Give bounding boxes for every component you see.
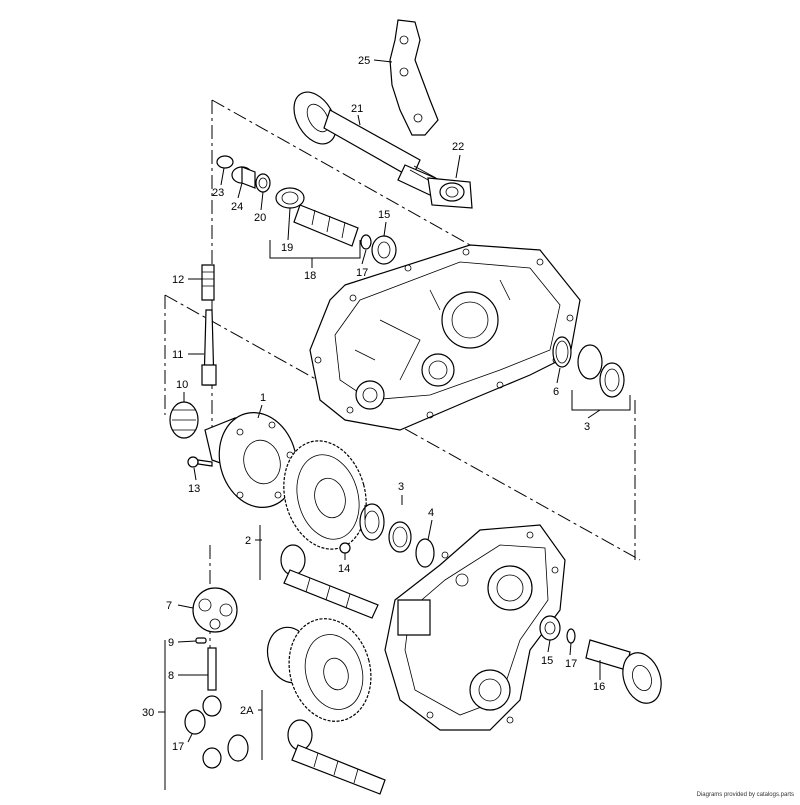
part-23-ring[interactable] (216, 155, 234, 169)
pinion-shaft-lower[interactable] (287, 719, 386, 795)
group-brackets (164, 240, 631, 790)
part-2a-differential-assembly[interactable] (262, 609, 383, 730)
label-12: 12 (172, 274, 184, 286)
part-17-ring-lower[interactable] (566, 628, 576, 644)
label-14: 14 (338, 563, 350, 575)
label-22: 22 (452, 141, 464, 153)
label-15-lower: 15 (541, 655, 553, 667)
part-13-bolt[interactable] (187, 456, 213, 468)
label-3-middle: 3 (398, 481, 404, 493)
part-2-crown-gear[interactable] (272, 432, 378, 559)
label-2a: 2A (240, 705, 254, 717)
label-25: 25 (358, 55, 370, 67)
part-18-shaft[interactable] (293, 204, 359, 247)
part-22-seal-plate[interactable] (427, 177, 473, 209)
label-11: 11 (172, 349, 183, 361)
leader-lines (158, 59, 601, 743)
label-10: 10 (176, 379, 188, 391)
label-4: 4 (428, 507, 434, 519)
part-25-bracket[interactable] (389, 19, 439, 136)
label-23: 23 (212, 187, 224, 199)
label-3-right: 3 (584, 421, 590, 433)
part-3-cup[interactable] (388, 521, 412, 553)
part-14-nut[interactable] (339, 542, 351, 554)
part-8-shaft[interactable] (207, 647, 217, 691)
part-30-gear-set[interactable] (184, 695, 249, 769)
label-18: 18 (304, 270, 316, 282)
part-11-drive-shaft[interactable] (201, 309, 217, 386)
part-24-sleeve[interactable] (231, 166, 256, 189)
part-3-bearing-middle[interactable] (359, 503, 385, 541)
transmission-housing-upper[interactable] (309, 244, 581, 431)
part-9-pin[interactable] (195, 637, 207, 644)
label-6: 6 (553, 386, 559, 398)
label-30: 30 (142, 707, 154, 719)
label-9: 9 (168, 637, 174, 649)
pinion-shaft-upper[interactable] (280, 544, 379, 619)
transmission-housing-lower[interactable] (384, 524, 566, 731)
label-17-upper: 17 (356, 267, 368, 279)
part-6-ring[interactable] (552, 336, 572, 368)
label-13: 13 (188, 483, 200, 495)
label-15-upper: 15 (378, 209, 390, 221)
label-7: 7 (166, 600, 172, 612)
part-4-ring[interactable] (415, 538, 435, 568)
label-24: 24 (231, 201, 243, 213)
part-10-gear[interactable] (169, 401, 199, 439)
part-1-differential-housing[interactable] (204, 404, 307, 516)
part-3-bearing-right[interactable] (577, 344, 625, 398)
label-17-lower-left: 17 (172, 741, 184, 753)
part-16-flange-shaft[interactable] (585, 639, 668, 709)
part-7-differential-cage[interactable] (192, 587, 238, 633)
label-1: 1 (260, 392, 266, 404)
label-16: 16 (593, 681, 605, 693)
part-15-bearing-upper[interactable] (371, 235, 397, 265)
label-21: 21 (351, 103, 363, 115)
label-2: 2 (245, 535, 251, 547)
diagram-credit: Diagrams provided by catalogs.parts (696, 792, 794, 798)
label-19: 19 (281, 242, 293, 254)
part-number-labels: 25 21 22 23 24 20 19 18 15 17 12 11 10 1… (142, 55, 605, 753)
label-8: 8 (168, 670, 174, 682)
part-12-sender[interactable] (201, 264, 215, 301)
label-20: 20 (254, 212, 266, 224)
part-15-bearing-lower[interactable] (539, 615, 561, 641)
part-17-ring-upper[interactable] (360, 234, 372, 250)
label-17-lower: 17 (565, 658, 577, 670)
part-20-ring[interactable] (255, 173, 271, 193)
